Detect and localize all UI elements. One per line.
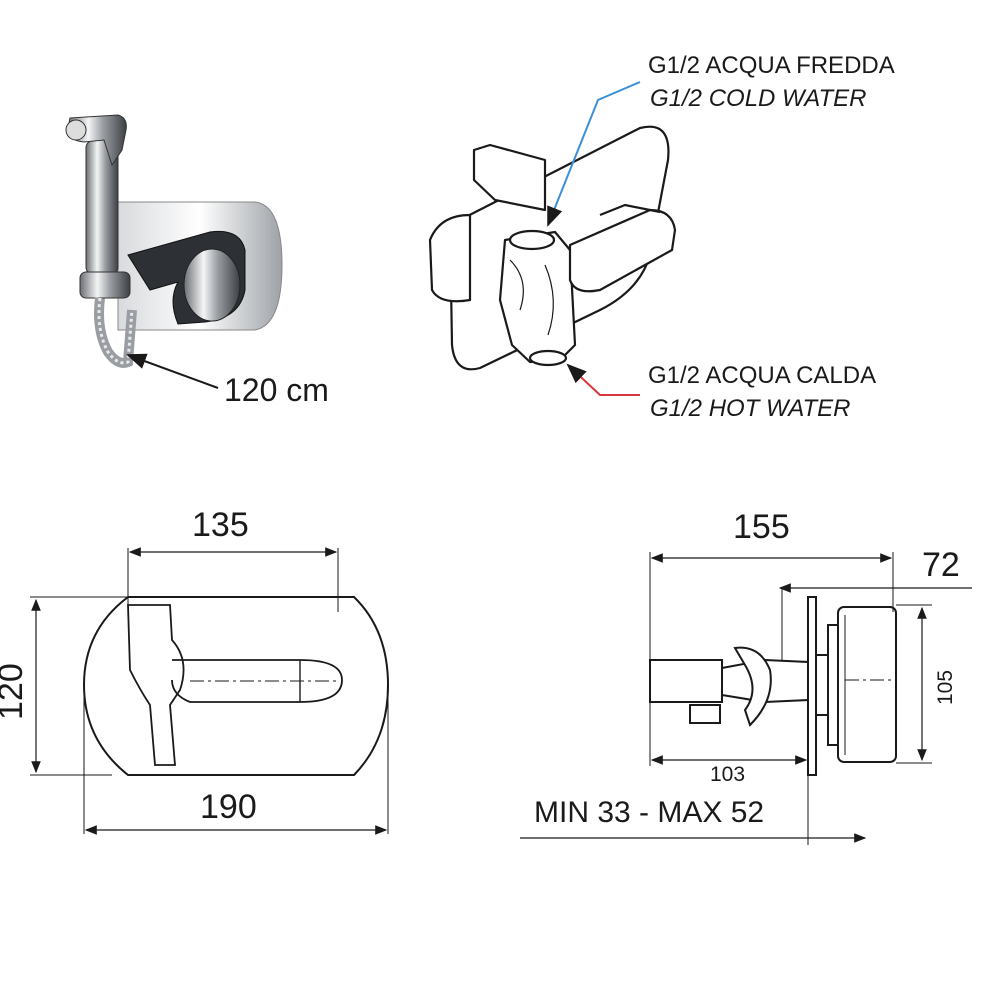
hot-water-label-en: G1/2 HOT WATER [650,395,851,422]
front-view [30,547,390,835]
front-width-top-label: 135 [192,506,249,544]
hose-length-label: 120 cm [224,372,329,408]
cold-water-label-it: G1/2 ACQUA FREDDA [648,52,895,79]
product-illustration [65,114,283,368]
side-height-body-label: 105 [934,669,957,705]
front-height-label: 120 [0,663,30,720]
cold-water-arrow [547,81,641,227]
side-depth-front-label: 103 [710,763,746,786]
isometric-drawing [428,125,677,371]
side-depth-total-label: 155 [733,508,790,546]
cold-water-label-en: G1/2 COLD WATER [650,85,867,112]
hot-water-label-it: G1/2 ACQUA CALDA [648,362,877,389]
hose-length-arrow [126,353,219,389]
hot-water-arrow [566,363,640,396]
side-depth-body-label: 72 [922,546,960,584]
front-width-bottom-label: 190 [200,788,257,826]
wall-range-label: MIN 33 - MAX 52 [534,796,765,829]
side-view [520,552,972,845]
